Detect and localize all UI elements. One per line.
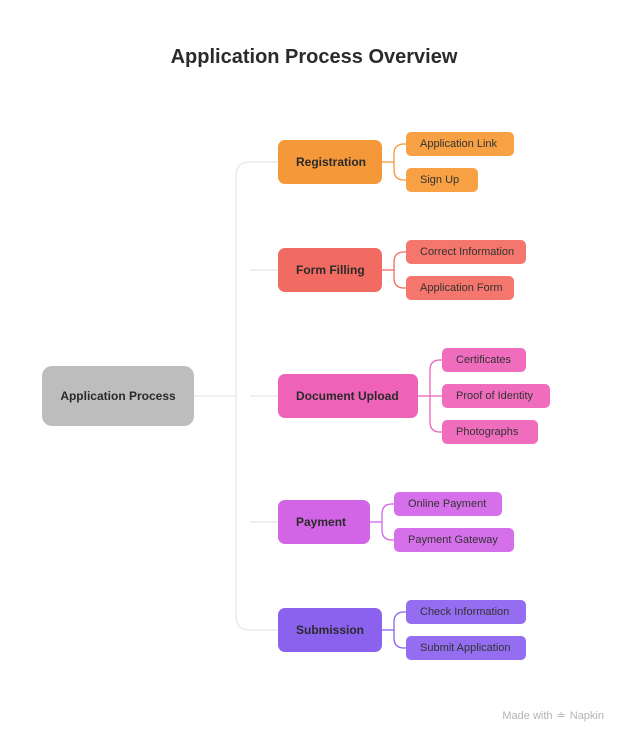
- leaf-connector: [393, 611, 406, 630]
- branch-label: Payment: [296, 515, 347, 529]
- branch-node-registration[interactable]: Registration: [278, 140, 382, 184]
- root-node-label: Application Process: [60, 389, 176, 403]
- leaf-connector: [393, 162, 406, 181]
- leaf-connector: [393, 143, 406, 162]
- branch-node-form-filling[interactable]: Form Filling: [278, 248, 382, 292]
- branch-label: Form Filling: [296, 263, 365, 277]
- branch-node-document-upload[interactable]: Document Upload: [278, 374, 418, 418]
- leaf-node-photographs[interactable]: Photographs: [442, 420, 538, 444]
- leaf-node-online-payment[interactable]: Online Payment: [394, 492, 502, 516]
- branch-label: Registration: [296, 155, 367, 169]
- leaf-label: Payment Gateway: [408, 534, 498, 546]
- leaf-connector: [429, 396, 442, 433]
- leaf-connector: [393, 270, 406, 289]
- leaf-node-correct-information[interactable]: Correct Information: [406, 240, 526, 264]
- leaf-node-application-link[interactable]: Application Link: [406, 132, 514, 156]
- leaf-label: Application Link: [420, 138, 498, 150]
- leaf-connector: [393, 251, 406, 270]
- napkin-logo-icon: ≐: [556, 710, 566, 722]
- leaf-label: Check Information: [420, 606, 510, 618]
- root-node[interactable]: Application Process: [42, 366, 194, 426]
- leaf-label: Submit Application: [420, 642, 511, 654]
- branch-node-submission[interactable]: Submission: [278, 608, 382, 652]
- branch-node-payment[interactable]: Payment: [278, 500, 370, 544]
- leaf-node-payment-gateway[interactable]: Payment Gateway: [394, 528, 514, 552]
- leaf-label: Certificates: [456, 354, 512, 366]
- branch-label: Submission: [296, 623, 365, 637]
- leaf-connector: [381, 522, 394, 541]
- leaf-node-check-information[interactable]: Check Information: [406, 600, 526, 624]
- leaf-node-application-form[interactable]: Application Form: [406, 276, 514, 300]
- leaf-node-submit-application[interactable]: Submit Application: [406, 636, 526, 660]
- leaf-label: Application Form: [420, 282, 503, 294]
- leaf-node-sign-up[interactable]: Sign Up: [406, 168, 478, 192]
- leaf-label: Online Payment: [408, 498, 487, 510]
- footer-made-with: Made with: [502, 709, 553, 722]
- trunk-connector: [235, 161, 251, 631]
- leaf-label: Proof of Identity: [456, 390, 534, 402]
- leaf-connector: [381, 503, 394, 522]
- leaf-node-proof-of-identity[interactable]: Proof of Identity: [442, 384, 550, 408]
- page-title: Application Process Overview: [170, 46, 458, 68]
- branch-label: Document Upload: [296, 389, 399, 403]
- footer-brand: Napkin: [569, 709, 604, 722]
- leaf-label: Photographs: [456, 426, 519, 438]
- leaf-connector: [393, 630, 406, 649]
- leaf-label: Correct Information: [420, 246, 515, 258]
- leaf-label: Sign Up: [420, 174, 460, 186]
- leaf-node-certificates[interactable]: Certificates: [442, 348, 526, 372]
- leaf-connector: [429, 359, 442, 396]
- footer-watermark: Made with ≐ Napkin: [502, 709, 604, 723]
